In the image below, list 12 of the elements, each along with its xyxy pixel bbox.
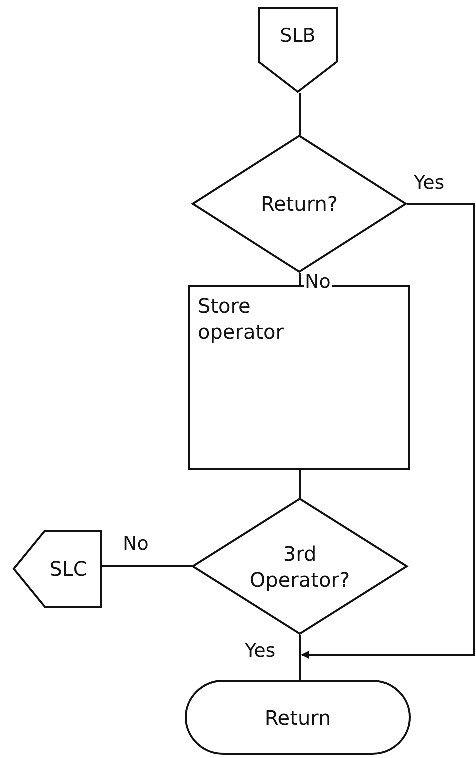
node-label: SLB [280, 24, 316, 49]
node-label: 3rd Operator? [248, 540, 352, 592]
node-label: SLC [48, 556, 88, 582]
connector-line [299, 273, 301, 285]
connector-line [301, 203, 475, 659]
connector-line [299, 470, 301, 498]
node-label: Store operator [197, 293, 286, 345]
node-label: Return [264, 704, 332, 730]
connector-line [102, 566, 192, 568]
connector-line [299, 93, 301, 135]
connector-line [299, 635, 301, 680]
node-label: Return? [261, 191, 338, 217]
